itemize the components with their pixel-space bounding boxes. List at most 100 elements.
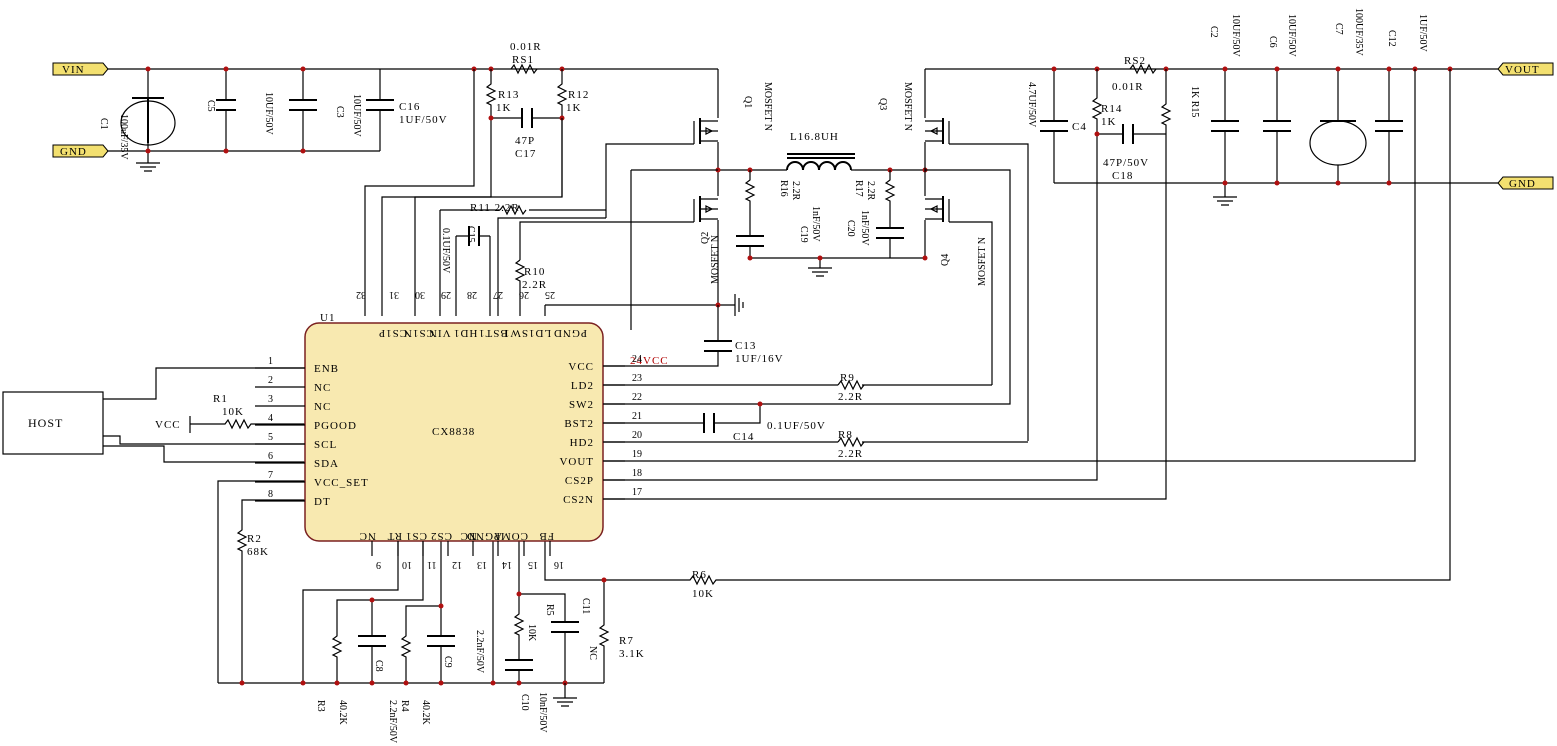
c9-plates [427, 635, 455, 647]
pin-31-name: CS1N [403, 327, 434, 339]
ground-icon [1213, 183, 1237, 206]
pin-22-number: 22 [632, 392, 642, 403]
pin-13-name: NC [460, 530, 477, 542]
rs1-ref: RS1 [512, 54, 534, 66]
ic-u1: U1 CX8838 1ENB2NC3NC4PGOOD5SCL6SDA7VCC_S… [255, 312, 642, 570]
r9-ref: R9 [840, 372, 855, 384]
pin-32-number: 32 [356, 289, 366, 300]
ic-right-pins: 24VCC23LD222SW221BST220HD219VOUT18CS2P17… [559, 354, 642, 506]
pin-15-number: 15 [528, 559, 538, 570]
r4-value: 40.2K [420, 700, 431, 726]
junction [1222, 66, 1228, 72]
hd1-wire [497, 217, 606, 316]
vout-sense-wire [602, 69, 1416, 462]
r7-ref: R7 [619, 635, 634, 647]
pin-7-number: 7 [268, 470, 273, 481]
junction [1094, 131, 1100, 137]
pin-18-number: 18 [632, 468, 642, 479]
r16-c19-net [744, 170, 925, 259]
junction [488, 115, 494, 121]
r2-value: 68K [247, 546, 269, 558]
rs1-resistor [510, 63, 538, 75]
r5-c10-net [513, 540, 525, 683]
pin-21-number: 21 [632, 411, 642, 422]
vin-port-label: VIN [62, 64, 85, 76]
pin-14-name: AGND [466, 530, 502, 542]
junction [747, 255, 753, 261]
pin-26-number: 26 [519, 289, 529, 300]
junction [223, 148, 229, 154]
power-stage-section: Q1 MOSFET N Q2 MOSFET N L16.8UH R16 2.2R… [519, 69, 1029, 441]
r12-value: 1K [566, 102, 581, 114]
r11-label: R11 2.2R [470, 202, 520, 214]
junction [1222, 180, 1228, 186]
pin-28-name: BST1 [478, 327, 508, 339]
r8-resistor [837, 436, 865, 448]
c1-ref: C1 [98, 118, 109, 130]
vcc-label: VCC [155, 419, 181, 431]
c3-ref: C3 [334, 106, 345, 118]
gate-drive-section: R11 2.2R C15 0.1UF/50V R10 2.2R C13 1UF/… [356, 202, 783, 367]
q1-body-diode [705, 127, 714, 135]
r17-ref: R17 [853, 180, 864, 197]
junction [757, 401, 763, 407]
r6-ref: R6 [692, 569, 707, 581]
gnd-out-port-tag [1497, 176, 1554, 190]
junction [300, 148, 306, 154]
c5-plates [216, 99, 236, 111]
junction [1386, 66, 1392, 72]
vin-port-tag [52, 62, 109, 76]
pin-15-name: COMP [493, 530, 528, 542]
junction [145, 66, 151, 72]
pin-6-number: 6 [268, 451, 273, 462]
c17-ref: C17 [515, 148, 536, 160]
r14-ref: R14 [1101, 103, 1122, 115]
host-box[interactable] [2, 391, 104, 455]
c13-leads [602, 305, 719, 367]
junction [239, 680, 245, 686]
c9-ref: C9 [442, 656, 453, 668]
pin-27-name: SW1 [503, 327, 528, 339]
junction [300, 680, 306, 686]
pin-3-name: NC [314, 401, 331, 413]
junction [438, 603, 444, 609]
fb-r6-net [544, 540, 720, 586]
pin-1-name: ENB [314, 363, 339, 375]
pin-25-number: 25 [545, 289, 555, 300]
r16-value: 2.2R [790, 181, 801, 201]
r13-value: 1K [496, 102, 511, 114]
r13-ref: R13 [498, 89, 519, 101]
inductor-core [787, 153, 855, 159]
c14-value: 0.1UF/50V [767, 420, 826, 432]
cs1p-wire [364, 69, 475, 316]
pin-17-name: CS2N [563, 494, 594, 506]
r15-label: 1K R15 [1189, 86, 1200, 117]
junction [300, 66, 306, 72]
pin-25-name: PGND [553, 327, 587, 339]
c11-net [519, 593, 566, 683]
junction [516, 680, 522, 686]
junction [922, 255, 928, 261]
pin-12-name: CS2 [430, 530, 452, 542]
q4-type: MOSFET N [977, 237, 988, 286]
junction [1335, 180, 1341, 186]
q2-gate [519, 198, 718, 260]
cs1n-wire [414, 118, 563, 316]
ic-body[interactable] [304, 322, 604, 542]
rs2-resistor [1129, 63, 1157, 75]
input-sense-section: 0.01R RS1 R13 1K R12 1K 47P C17 [364, 41, 588, 316]
pin-4-number: 4 [268, 413, 273, 424]
pin-7-name: VCC_SET [314, 477, 369, 489]
c4-ref: C4 [1072, 121, 1087, 133]
input-section: VIN GND C1 100uF/35V C5 10UF/50V C3 10UF… [52, 62, 718, 172]
pin-19-number: 19 [632, 449, 642, 460]
ground-icon [136, 151, 160, 172]
c17-value: 47P [515, 135, 535, 147]
pin-27-number: 27 [493, 289, 503, 300]
pin-19-name: VOUT [559, 456, 594, 468]
rs2-value: 0.01R [1112, 81, 1144, 93]
pin-18-name: CS2P [565, 475, 594, 487]
